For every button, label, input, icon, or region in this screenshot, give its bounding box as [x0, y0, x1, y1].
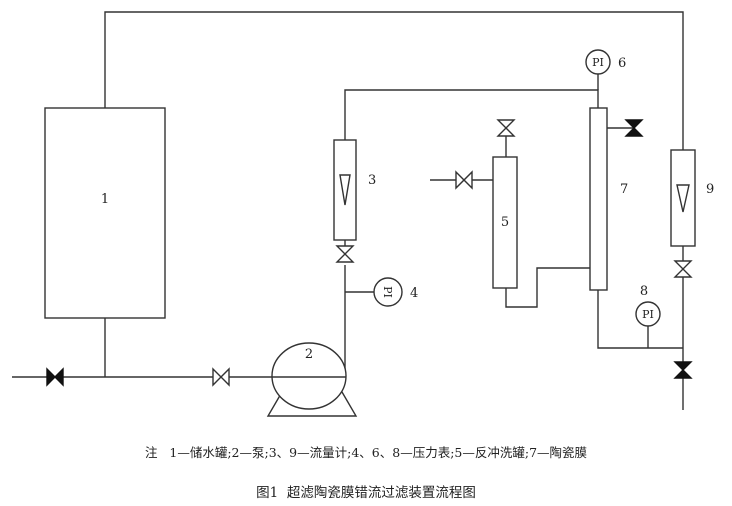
- backflush-to-membrane: [505, 267, 590, 308]
- ceramic-membrane: [589, 107, 608, 291]
- backflush-tank: [492, 156, 518, 289]
- backflush-tank-label: 5: [501, 215, 509, 230]
- note-text: 1—储水罐;2—泵;3、9—流量计;4、6、8—压力表;5—反冲洗罐;7—陶瓷膜: [169, 445, 588, 460]
- flowmeter-3: [333, 139, 357, 241]
- figure-caption: 图1 超滤陶瓷膜错流过滤装置流程图: [0, 481, 732, 501]
- membrane-drain: [597, 290, 683, 349]
- gauge-6-text: PI: [592, 56, 604, 69]
- water-tank: [44, 107, 166, 319]
- gauge-8-label: 8: [640, 284, 648, 299]
- gauge-4-label: 4: [410, 286, 418, 301]
- outlet-valve[interactable]: [673, 361, 693, 379]
- suction-valve[interactable]: [212, 367, 230, 387]
- membrane-label: 7: [620, 182, 628, 197]
- membrane-side-valve[interactable]: [624, 119, 644, 137]
- pump: [266, 342, 358, 417]
- gauge-6-label: 6: [618, 56, 626, 71]
- note-prefix: 注: [144, 445, 158, 460]
- figure-number: 图1: [256, 485, 279, 501]
- feed-line: [344, 89, 599, 140]
- inlet-valve[interactable]: [46, 367, 64, 387]
- process-flow-diagram: 1 2 3 PI 4 5 PI 6 7: [12, 11, 714, 417]
- flowmeter-9: [670, 149, 696, 247]
- figure-title: 超滤陶瓷膜错流过滤装置流程图: [286, 485, 476, 501]
- pressure-gauge-4: PI: [373, 277, 403, 307]
- return-line: [104, 11, 684, 150]
- gauge-4-text: PI: [381, 286, 394, 298]
- tank-label: 1: [101, 192, 109, 207]
- backflush-top-valve[interactable]: [496, 119, 516, 137]
- flowmeter-9-valve[interactable]: [673, 260, 693, 278]
- flowmeter-9-label: 9: [706, 182, 714, 197]
- figure-note: 注 1—储水罐;2—泵;3、9—流量计;4、6、8—压力表;5—反冲洗罐;7—陶…: [0, 442, 732, 461]
- flowmeter-3-label: 3: [368, 173, 376, 188]
- backflush-side-valve[interactable]: [455, 170, 473, 190]
- pressure-gauge-6: PI: [585, 49, 611, 75]
- pressure-gauge-8: PI: [635, 301, 661, 327]
- gauge-8-text: PI: [642, 308, 654, 321]
- pump-label: 2: [305, 347, 313, 362]
- flowmeter-3-valve[interactable]: [335, 245, 355, 263]
